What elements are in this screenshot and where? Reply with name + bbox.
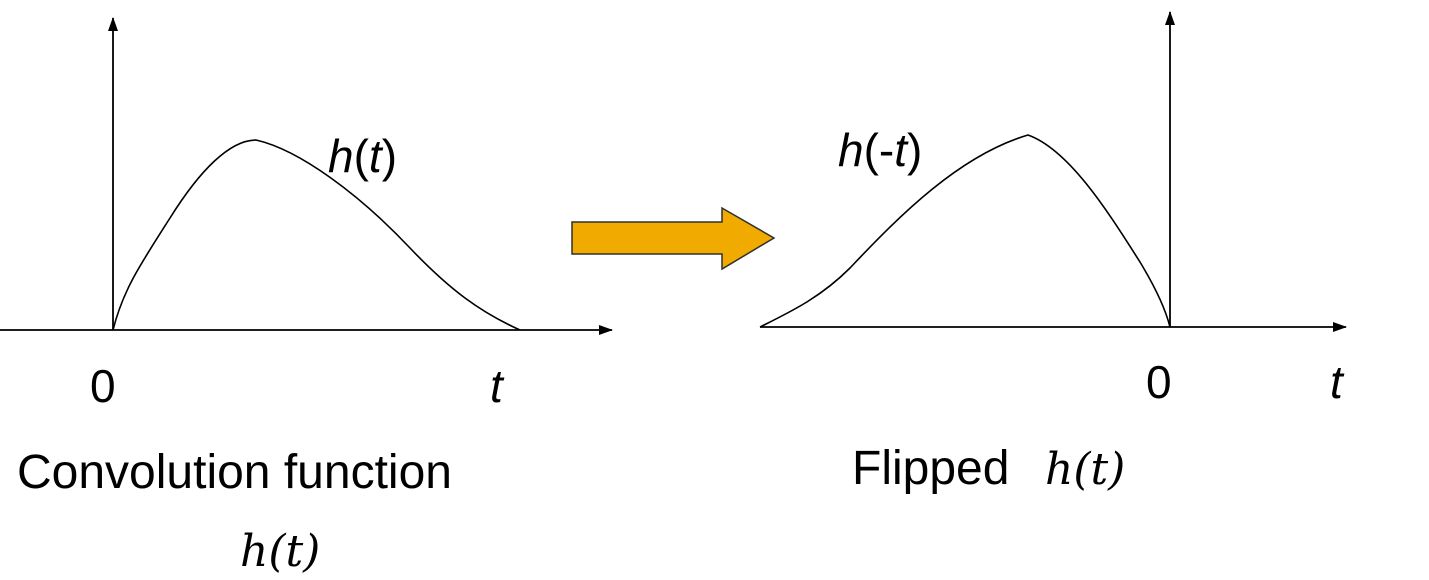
left-origin-label: 0 [90,360,116,412]
right-panel: h(-t) 0 t Flipped h(t) [759,11,1347,495]
right-curve-label: h(-t) [838,124,922,176]
left-caption: Convolution function [17,446,452,499]
left-t-axis-label: t [490,360,505,412]
left-curve-label: h(t) [328,130,397,182]
flip-arrow-shape [571,206,776,271]
right-caption-math: h(t) [1045,444,1125,495]
right-caption: Flipped [852,442,1009,495]
flip-arrow [571,206,776,271]
right-curve-h-of-minus-t [759,134,1171,328]
right-origin-label: 0 [1146,356,1172,408]
right-t-axis-label: t [1330,356,1345,408]
left-caption-math: h(t) [240,526,320,577]
left-panel: h(t) 0 t Convolution function h(t) [0,17,613,577]
left-curve-h-of-t [112,139,521,331]
